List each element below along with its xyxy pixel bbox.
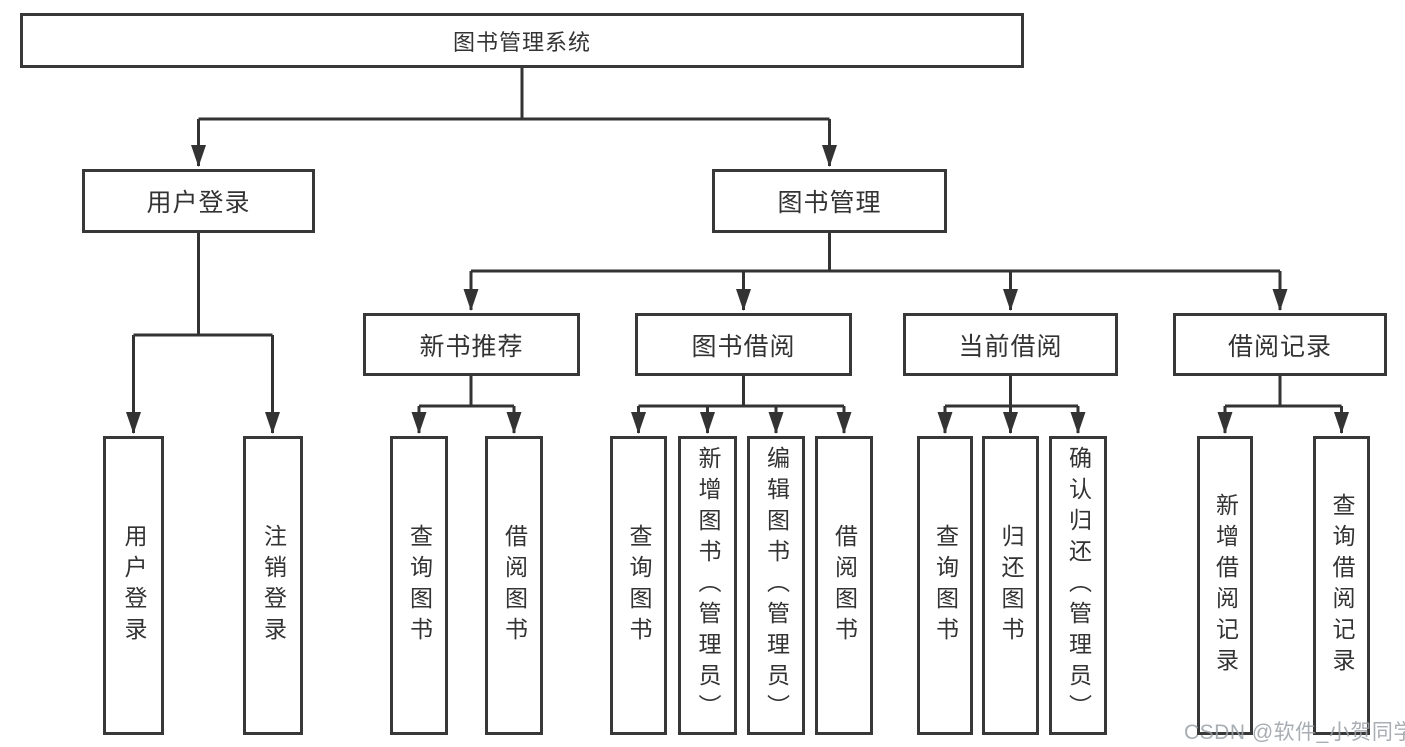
node-root: 图书管理系统	[20, 13, 1024, 68]
leaf-logout: 注销登录	[243, 436, 303, 735]
leaf-user-login: 用户登录	[103, 436, 164, 735]
node-current-borrowing: 当前借阅	[903, 313, 1118, 376]
leaf-add-borrow-record: 新增借阅记录	[1197, 436, 1253, 735]
leaf-borrow-books-borrowing: 借阅图书	[815, 436, 873, 735]
leaf-edit-book-admin: 编辑图书（管理员）	[747, 436, 805, 735]
node-borrowing-records: 借阅记录	[1173, 313, 1387, 376]
node-book-management: 图书管理	[712, 169, 947, 233]
leaf-confirm-return-admin: 确认归还（管理员）	[1049, 436, 1107, 735]
node-user-login: 用户登录	[82, 169, 315, 233]
leaf-borrow-books-recommend: 借阅图书	[485, 436, 543, 735]
leaf-return-book: 归还图书	[982, 436, 1039, 735]
node-book-borrowing: 图书借阅	[635, 313, 852, 376]
leaf-add-book-admin: 新增图书（管理员）	[678, 436, 737, 735]
leaf-query-borrow-record: 查询借阅记录	[1313, 436, 1370, 735]
watermark: CSDN @软件_小贺同学	[1184, 721, 1405, 744]
leaf-query-books-borrowing: 查询图书	[610, 436, 667, 735]
leaf-query-books-current: 查询图书	[917, 436, 973, 735]
leaf-query-books-recommend: 查询图书	[390, 436, 448, 735]
node-new-book-recommend: 新书推荐	[363, 313, 580, 376]
